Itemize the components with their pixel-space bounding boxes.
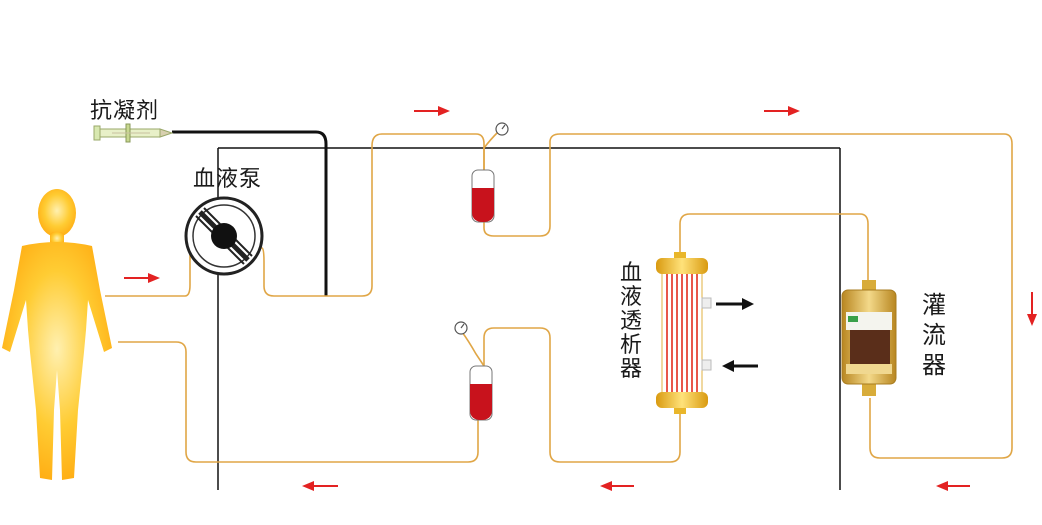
dialyzer-label: 血 液 透 析 器 [618, 262, 644, 382]
human-body-icon [2, 189, 112, 480]
frame-lines [217, 147, 841, 490]
drip-chamber-icon [469, 365, 493, 421]
blood-pump-label: 血液泵 [193, 167, 263, 192]
flow-arrow-left [936, 481, 970, 491]
drip-chamber-icon [471, 169, 495, 223]
gauge-tap-2 [461, 331, 485, 367]
anticoagulant-label: 抗凝剂 [90, 99, 160, 124]
dialysate-in-arrow [722, 360, 758, 372]
dialyzer-label-char: 液 [619, 285, 642, 310]
arterial-line [105, 240, 191, 297]
flow-arrow-left [302, 481, 338, 491]
perfusion-cartridge-icon [841, 280, 897, 396]
pump-outlet-line [258, 133, 485, 297]
syringe-icon [93, 123, 174, 143]
dialyzer-label-char: 透 [619, 309, 642, 334]
flow-arrow-down [1027, 292, 1037, 326]
flow-arrows [124, 106, 1037, 491]
dialyzer-outlet-line [483, 327, 681, 463]
pump-icon [184, 196, 264, 276]
perfusion-label-char: 器 [922, 351, 946, 379]
gauge-tap-1 [483, 131, 499, 170]
dialyzer-label-char: 器 [619, 357, 642, 382]
anticoagulant-line [172, 130, 328, 296]
dialysate-out-arrow [716, 298, 754, 310]
perfusion-label: 灌 流 器 [920, 290, 948, 380]
flow-arrow-left [600, 481, 634, 491]
venous-return-line [118, 341, 479, 463]
pressure-gauge-icon [495, 122, 509, 136]
flow-arrow-right [764, 106, 800, 116]
tubing [105, 131, 1013, 463]
flow-arrow-right [124, 273, 160, 283]
dialyzer-to-perfusion-line [679, 213, 869, 282]
perfusion-label-char: 灌 [922, 291, 946, 319]
dialyzer-icon [656, 252, 712, 414]
pressure-gauge-icon [454, 321, 468, 335]
dialyzer-label-char: 析 [619, 333, 642, 358]
perfusion-label-char: 流 [922, 321, 946, 349]
dialyzer-label-char: 血 [619, 261, 642, 286]
flow-arrow-right [414, 106, 450, 116]
chamber-to-dialyzer-line [483, 133, 1013, 459]
